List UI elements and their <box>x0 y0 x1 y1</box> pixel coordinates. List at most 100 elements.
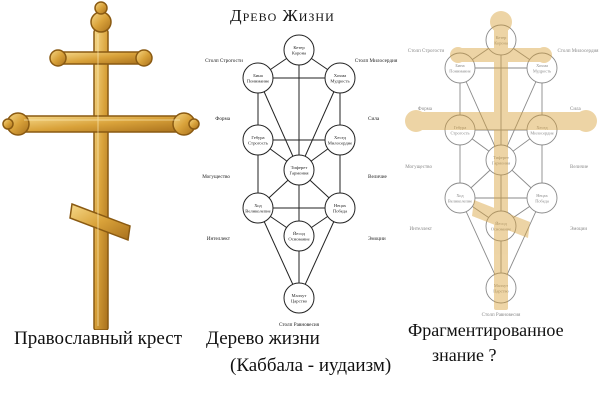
tree-path-line <box>257 207 300 299</box>
sephirah-name: Кетер <box>293 45 305 50</box>
sephirah-circle <box>526 52 558 84</box>
overlay-cross-foot-bar <box>472 200 530 238</box>
sephirah-name: Хесед <box>536 125 548 130</box>
sephirah-meaning: Гармония <box>492 160 510 165</box>
cross-main-bar <box>19 115 183 133</box>
tree-path-line <box>298 77 341 171</box>
sephirah-name: Йесод <box>495 221 507 226</box>
side-label-left: Форма <box>215 116 230 122</box>
sephirah-meaning: Царство <box>291 299 308 304</box>
sephirah-name: Хохма <box>334 73 346 78</box>
sephirah-name: Гебура <box>251 135 264 140</box>
overlay-cross-vertical <box>494 20 508 310</box>
cross-main-right-knob <box>188 118 200 130</box>
sephirah-meaning: Строгость <box>450 130 469 135</box>
sephirah-name: Тиферет <box>493 155 509 160</box>
overlay-cross-upper-left-finial <box>450 47 466 63</box>
sephirah-meaning: Понимание <box>449 68 470 73</box>
cross-top-finial <box>90 11 112 33</box>
tree-caption-line1: Дерево жизни <box>206 328 320 349</box>
sephirah-circle <box>444 182 476 214</box>
sephirah-name: Тиферет <box>291 165 308 170</box>
sephirah-meaning: Мудрость <box>330 79 349 84</box>
orthodox-cross-image <box>0 0 200 331</box>
sephirah-meaning: Основание <box>491 226 511 231</box>
cross-upper-right-finial <box>135 49 153 67</box>
sephirah-circle <box>485 210 517 242</box>
side-label-left: Интеллект <box>410 227 433 232</box>
cross-upper-bar <box>59 51 143 65</box>
pillar-label-mercy: Столп Милосердия <box>355 58 398 64</box>
cross-main-left-knob <box>2 118 14 130</box>
sephirah-circle <box>283 34 315 66</box>
sephirah-circle <box>485 24 517 56</box>
sephirah-circle <box>526 182 558 214</box>
overlay-cross-upper-bar <box>460 48 542 62</box>
overlay-cross-main-left-finial <box>405 110 427 132</box>
sephirah-meaning: Милосердие <box>328 141 352 146</box>
sephirah-name: Нецах <box>334 203 347 208</box>
sephirah-meaning: Мудрость <box>533 68 551 73</box>
side-label-right: Величие <box>570 165 589 170</box>
fragment-caption-line1: Фрагментированное <box>408 320 564 340</box>
sephirah-name: Бина <box>253 73 263 78</box>
side-label-right: Эмоции <box>570 227 587 232</box>
cross-upper-left-finial <box>49 49 67 67</box>
sephirah-circle <box>444 114 476 146</box>
sephirah-meaning: Гармония <box>289 171 309 176</box>
sephirah-name: Ход <box>456 193 464 198</box>
overlay-cross-top-finial <box>490 11 512 33</box>
pillar-label-mercy: Столп Милосердия <box>558 49 600 54</box>
sephirah-circle <box>324 62 356 94</box>
overlay-cross-upper-right-finial <box>536 47 552 63</box>
sephirah-circle <box>324 192 356 224</box>
sephirah-name: Гебура <box>454 125 467 130</box>
side-label-right: Сила <box>368 116 380 122</box>
sephirah-meaning: Великолепие <box>448 198 472 203</box>
sephirah-meaning: Строгость <box>248 141 268 146</box>
sephirah-circle <box>485 272 517 304</box>
sephirah-circle <box>324 124 356 156</box>
side-label-left: Интеллект <box>207 236 231 242</box>
tree-title: Древо Жизни <box>230 6 335 25</box>
pillar-label-severity: Столп Строгости <box>205 58 243 64</box>
sephirah-name: Кетер <box>496 35 508 40</box>
sephirah-meaning: Победа <box>333 209 347 214</box>
side-label-right: Эмоции <box>368 236 386 242</box>
sephirah-name: Бина <box>455 63 464 68</box>
pillar-label-severity: Столп Строгости <box>408 49 445 54</box>
sephirah-meaning: Милосердие <box>530 130 553 135</box>
sephirah-meaning: Понимание <box>247 79 269 84</box>
overlay-cross-main-bar <box>418 112 584 130</box>
cross-top-finial-knob <box>94 1 108 15</box>
sephirah-name: Йесод <box>293 231 306 236</box>
sephirah-circle <box>242 192 274 224</box>
sephirah-circle <box>526 114 558 146</box>
tree-caption-line2: (Каббала - иудаизм) <box>230 355 392 376</box>
side-label-left: Форма <box>418 107 433 112</box>
side-label-right: Величие <box>368 174 388 180</box>
sephirah-name: Ход <box>254 203 262 208</box>
tree-path-line <box>459 197 502 289</box>
sephirah-meaning: Корона <box>292 51 306 56</box>
sephirah-meaning: Основание <box>288 237 309 242</box>
sephirah-circle <box>485 144 517 176</box>
